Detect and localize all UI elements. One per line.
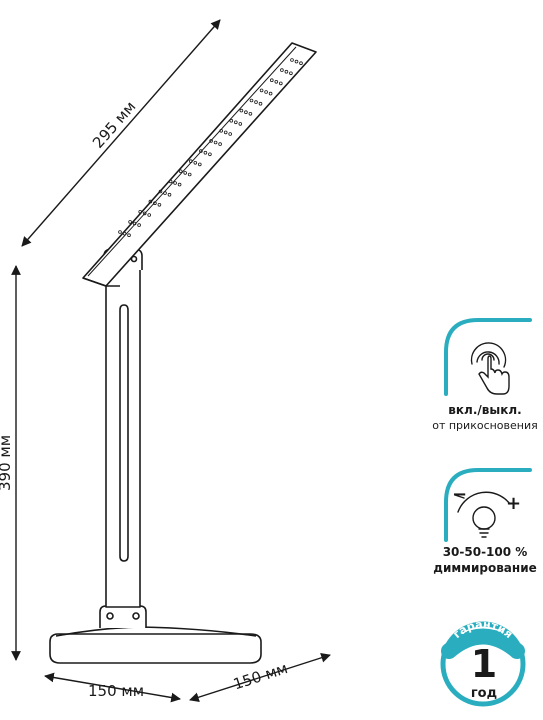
led-dot [128,220,132,224]
dimming-minus-sign: − [452,484,467,505]
led-dot [290,58,294,62]
led-dot [274,80,279,84]
dimension-arm: 295 мм [21,19,221,247]
lamp-light-panel [82,42,317,287]
badge-touch-frame [444,318,532,396]
badge-dimming-frame [444,468,532,542]
led-dot [248,112,253,116]
led-dot [249,98,254,103]
led-dot [229,118,234,123]
led-dot [223,130,228,135]
badge-touch [444,318,532,396]
led-dot [299,61,303,65]
led-dot [280,68,284,72]
lamp-stem-slot [119,304,129,562]
led-dot [254,100,258,104]
led-dot [244,110,248,114]
led-dot [259,88,264,93]
led-dot [294,59,299,64]
led-dot [118,230,122,234]
led-dot [278,81,283,86]
dimmer-bulb-icon [454,491,511,538]
badge-dimming: − + [444,468,532,542]
led-dot [289,71,293,76]
warranty-unit: год [471,686,497,701]
touch-label-line2: от прикосновения [432,419,538,432]
led-dot [284,69,289,74]
base-depth-label: 150 мм [231,659,290,693]
dimension-height: 390 мм [0,265,21,661]
led-dot [239,108,244,113]
lamp-stem [105,265,141,608]
dimming-label-line2: диммирование [433,561,537,575]
touch-label-line1: вкл./выкл. [448,403,522,417]
warranty-seal-icon: гарантия 1 год [440,618,526,707]
lamp-illustration [49,42,317,664]
led-dot [264,90,268,94]
led-dot [269,78,274,82]
height-label: 390 мм [0,435,14,491]
dimming-label-line1: 30-50-100 % [442,545,528,559]
led-dot [234,120,238,125]
led-dot [238,122,243,126]
base-width-label: 150 мм [88,682,144,700]
lamp-base [49,633,262,664]
led-dot [258,101,263,106]
touch-icon [470,342,510,395]
arm-length-label: 295 мм [89,98,139,152]
warranty-number: 1 [471,642,497,686]
led-dot [268,91,273,96]
dimming-plus-sign: + [506,493,521,514]
dimension-base-width: 150 мм [44,672,181,703]
led-dot [228,132,233,136]
